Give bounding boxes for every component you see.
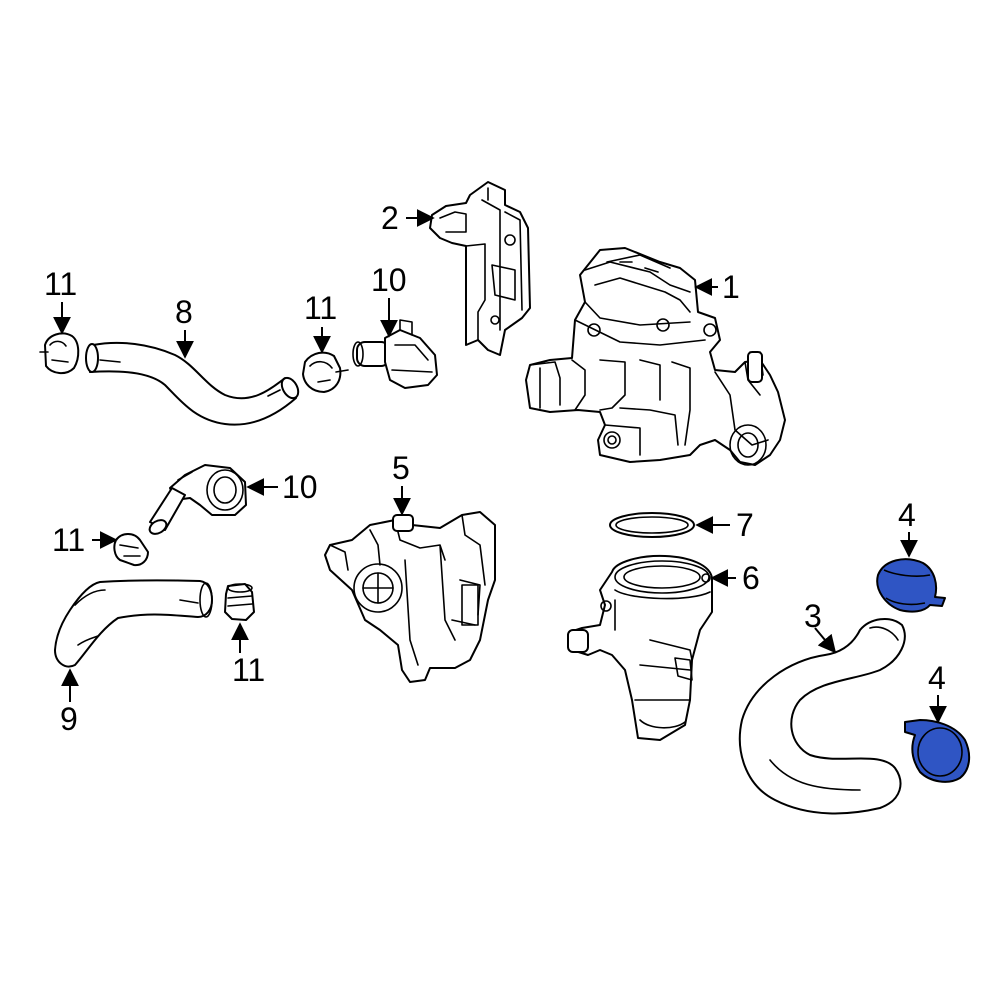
callout-10-upper: 10 [371,262,407,298]
callout-7: 7 [736,507,754,543]
callout-8: 8 [175,294,193,330]
part-6-housing[interactable] [567,554,713,741]
callout-9: 9 [60,701,78,737]
part-7-gasket[interactable] [609,512,695,538]
callout-4-lower: 4 [928,660,946,696]
part-8-hose[interactable] [85,341,302,426]
callout-1: 1 [722,269,740,305]
callout-11-upper-mid: 11 [304,290,338,326]
part-1-valve-assembly[interactable] [525,247,786,466]
callout-2: 2 [381,200,399,236]
part-5-pump[interactable] [324,511,496,683]
part-4-clamp-lower[interactable] [904,719,971,783]
leader-lines [53,209,947,724]
part-11-sleeve-lower-mid[interactable] [224,583,255,621]
callout-11-lower-mid: 11 [232,652,266,688]
part-10-connector-upper[interactable] [352,319,438,389]
part-11-clip-lower-left[interactable] [113,533,149,567]
callout-5: 5 [392,450,410,486]
callout-10-lower: 10 [282,469,318,505]
part-3-hose[interactable] [738,618,906,815]
part-2-bracket[interactable] [429,181,531,356]
callout-4-upper: 4 [898,497,916,533]
callout-11-upper-left: 11 [44,266,78,302]
callout-11-lower-left: 11 [52,522,86,558]
callout-3: 3 [804,598,822,634]
part-4-clamp-upper[interactable] [876,558,946,613]
part-11-clip-upper-mid[interactable] [302,351,349,393]
callout-6: 6 [742,560,760,596]
part-9-hose[interactable] [54,579,213,668]
part-11-clip-upper-left[interactable] [39,332,80,374]
part-10-connector-lower[interactable] [147,464,247,537]
